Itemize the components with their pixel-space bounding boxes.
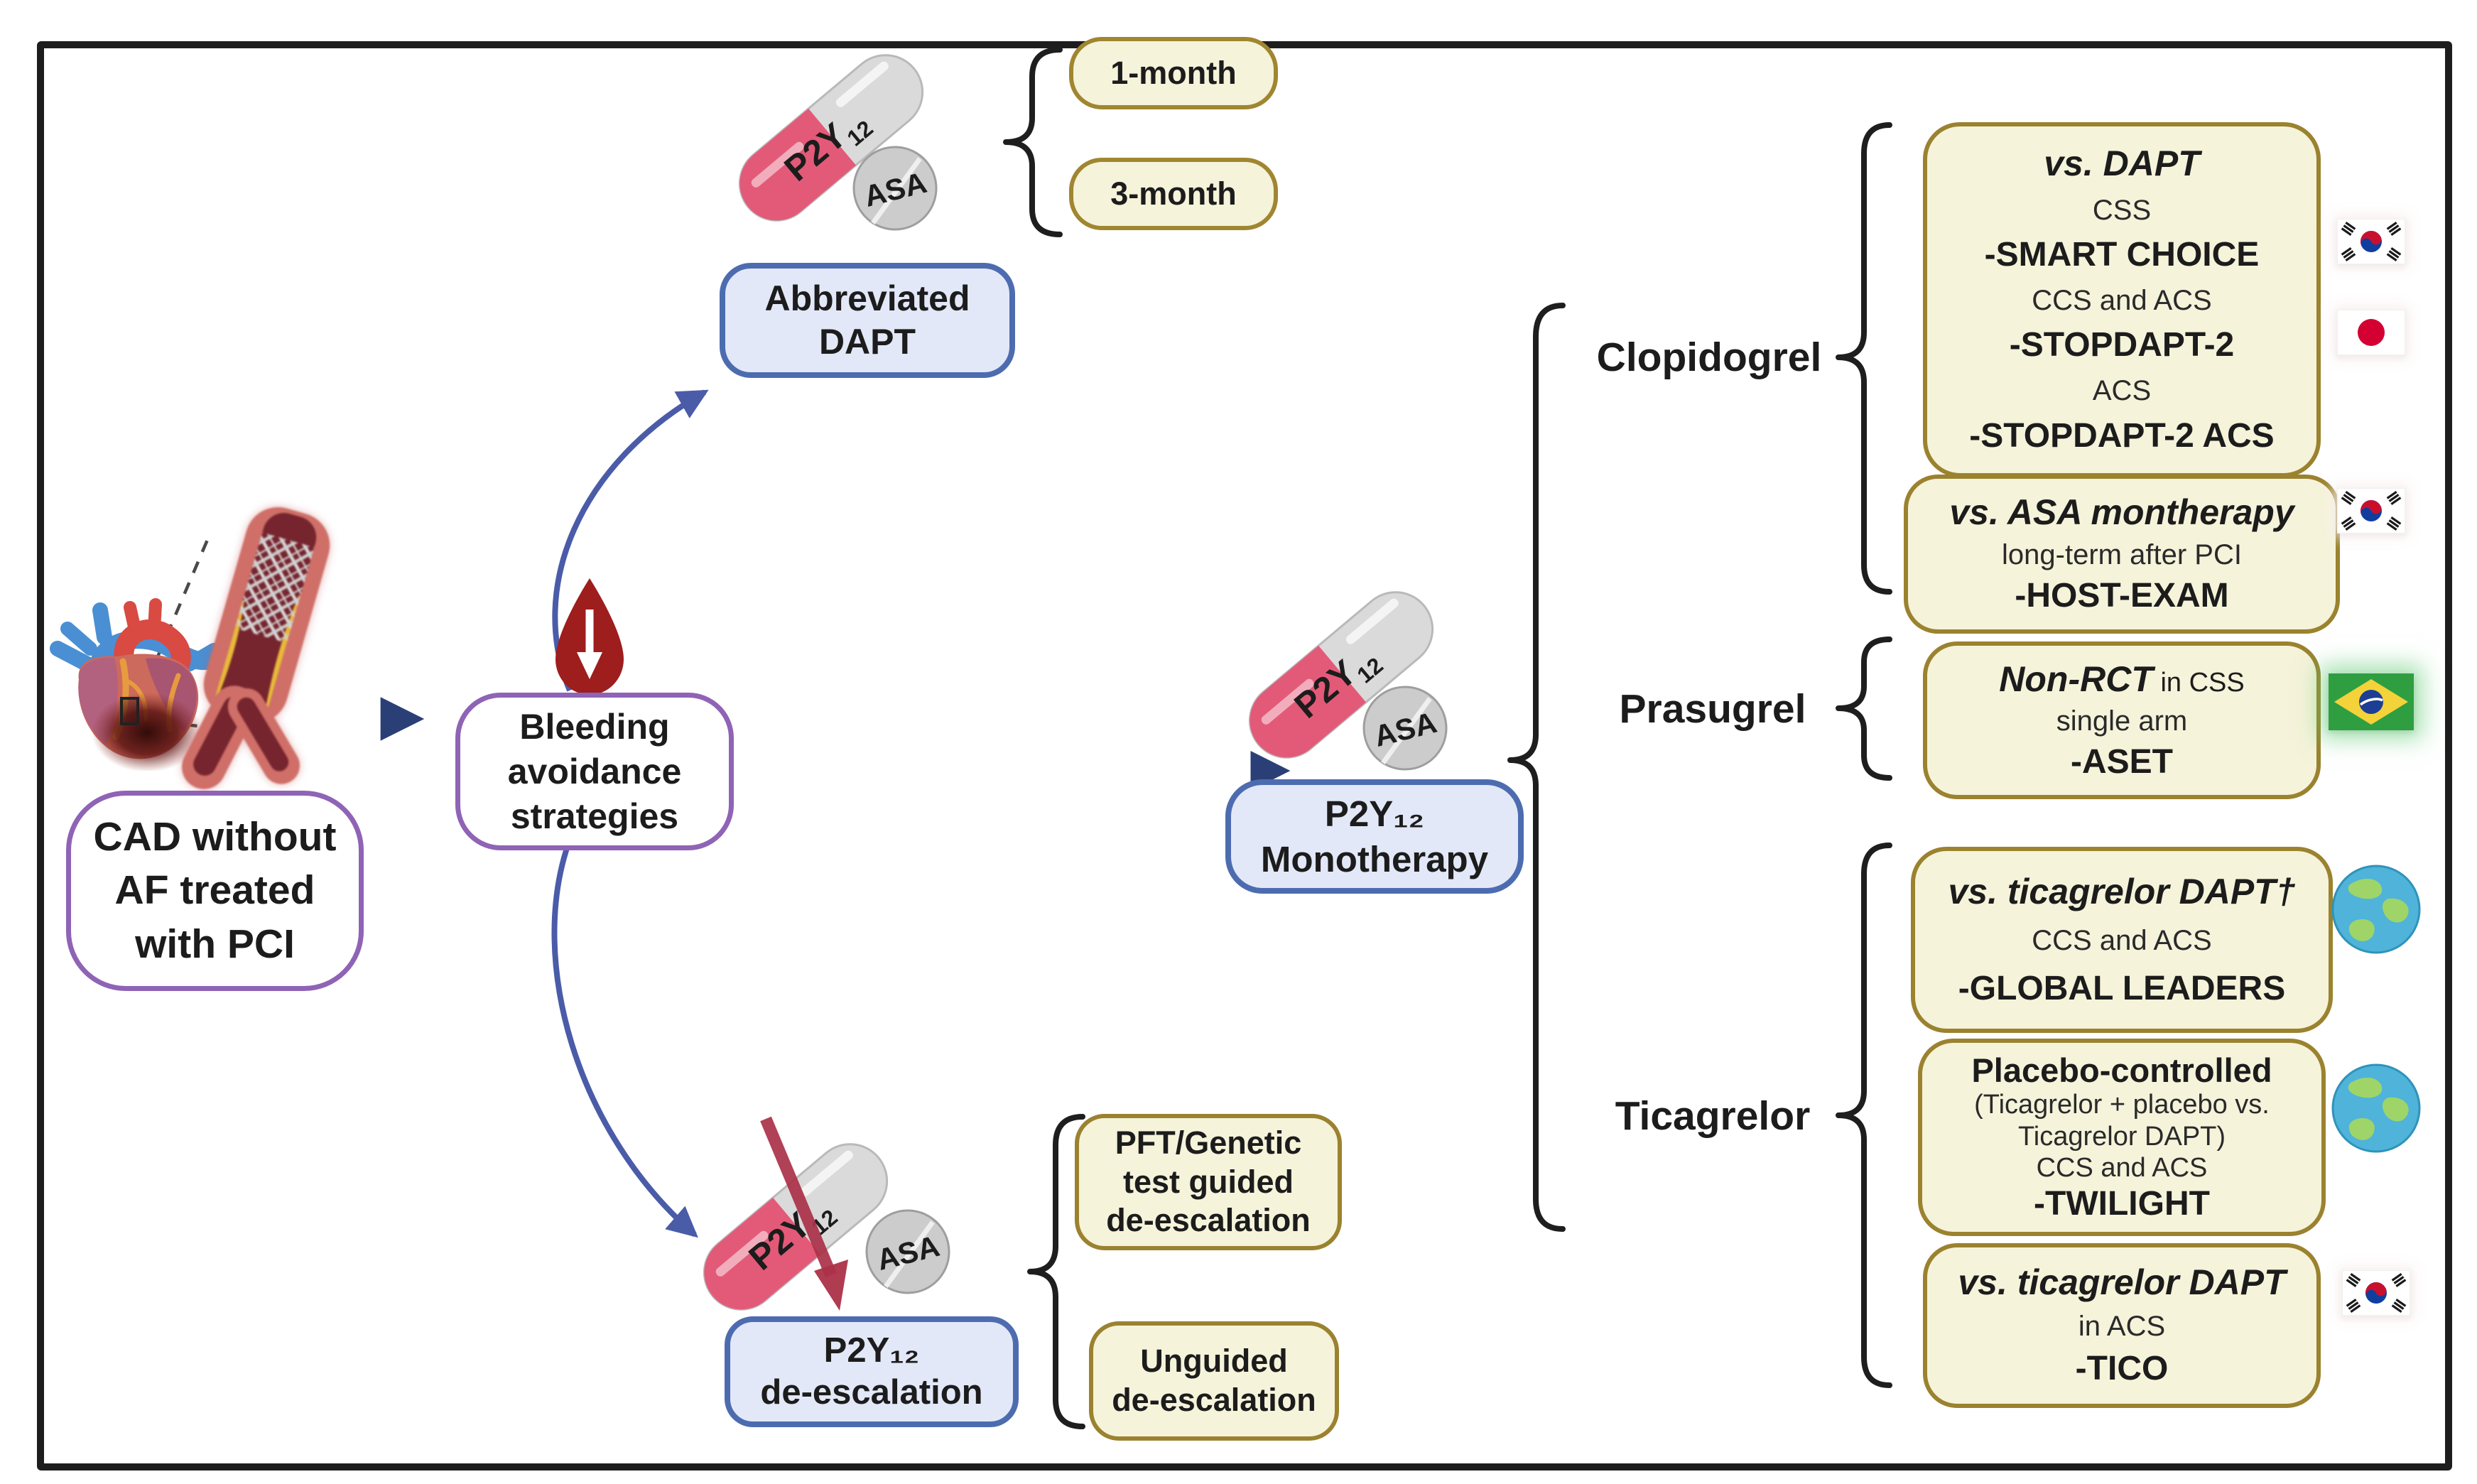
trial-box-vs-asa: vs. ASA montherapy long-term after PCI -… — [1904, 475, 2340, 634]
trial-setting: CCS and ACS — [2032, 285, 2212, 317]
trial-box-title: vs. ticagrelor DAPT† — [1948, 871, 2296, 911]
trial-name: -STOPDAPT-2 ACS — [1969, 416, 2275, 455]
south-korea-flag-icon — [2337, 488, 2405, 534]
abbreviated-dapt-box: Abbreviated DAPT — [720, 263, 1015, 378]
trial-setting: ACS — [2092, 375, 2152, 407]
asa-tablet-icon: ASA — [852, 146, 938, 231]
arrow-to-deescalation — [551, 843, 698, 1238]
trial-box-vs-ticagrelor-dapt: vs. ticagrelor DAPT† CCS and ACS -GLOBAL… — [1911, 847, 2333, 1033]
trial-name: -HOST-EXAM — [2015, 577, 2229, 615]
trial-box-vs-ticagrelor-acs: vs. ticagrelor DAPT in ACS -TICO — [1923, 1243, 2321, 1408]
globe-icon — [2331, 1063, 2421, 1153]
globe-icon — [2331, 865, 2421, 954]
infarct-shading — [92, 693, 202, 771]
japan-flag-icon — [2337, 310, 2405, 355]
trial-setting: Ticagrelor DAPT) — [2017, 1121, 2226, 1152]
one-month-badge: 1-month — [1069, 37, 1278, 109]
braces — [1003, 47, 1892, 1429]
trial-setting: long-term after PCI — [2002, 539, 2242, 571]
clopidogrel-label: Clopidogrel — [1596, 335, 1822, 380]
trial-box-title: Non-RCT in CSS — [1999, 659, 2245, 699]
stent-mesh — [234, 532, 315, 644]
trial-box-placebo-controlled: Placebo-controlled (Ticagrelor + placebo… — [1918, 1039, 2326, 1236]
aorta — [114, 598, 191, 673]
brace-deescalation — [1027, 1114, 1085, 1429]
deescalation-red-arrow-icon — [760, 1116, 848, 1311]
trial-setting: single arm — [2056, 705, 2188, 737]
trial-box-non-rct: Non-RCT in CSS single arm -ASET — [1923, 641, 2321, 799]
unguided-box: Unguided de-escalation — [1089, 1321, 1339, 1441]
three-month-badge: 3-month — [1069, 158, 1278, 230]
brace-clopidogrel — [1836, 122, 1892, 595]
trial-name: -TWILIGHT — [2034, 1184, 2210, 1223]
trial-name: -GLOBAL LEADERS — [1958, 969, 2286, 1007]
blood-drop-icon — [555, 578, 624, 695]
trial-box-vs-dapt: vs. DAPT CSS -SMART CHOICE CCS and ACS -… — [1923, 122, 2321, 477]
asa-tablet-icon: ASA — [865, 1209, 950, 1294]
trial-box-title: vs. DAPT — [2044, 143, 2200, 184]
south-korea-flag-icon — [2342, 1270, 2410, 1316]
brace-ticagrelor — [1836, 843, 1892, 1388]
brace-durations — [1003, 47, 1063, 237]
heart-icon — [50, 598, 221, 771]
p2y12-monotherapy-box: P2Y₁₂ Monotherapy — [1225, 779, 1524, 894]
brace-prasugrel — [1836, 637, 1892, 781]
p2y12-capsule-icon: P2Y12 — [738, 54, 924, 222]
cad-population-box: CAD without AF treated with PCI — [66, 791, 364, 991]
trial-box-title: vs. ticagrelor DAPT — [1958, 1262, 2286, 1303]
trial-setting: CCS and ACS — [2032, 925, 2212, 957]
trial-name: -SMART CHOICE — [1984, 235, 2260, 273]
brace-monotherapy-drugs — [1507, 303, 1566, 1232]
asa-tablet-icon: ASA — [1362, 686, 1448, 771]
stented-artery-icon — [182, 507, 330, 789]
prasugrel-label: Prasugrel — [1619, 686, 1806, 732]
trial-name: -TICO — [2075, 1350, 2169, 1388]
trial-setting: (Ticagrelor + placebo vs. — [1974, 1090, 2270, 1120]
trial-name: -ASET — [2071, 742, 2173, 781]
p2y12-capsule-icon: P2Y12 — [1248, 591, 1434, 759]
pft-guided-box: PFT/Genetic test guided de-escalation — [1075, 1114, 1342, 1250]
trial-setting: CCS and ACS — [2036, 1153, 2208, 1184]
magnified-region-box — [120, 697, 139, 725]
trial-box-title: vs. ASA montherapy — [1949, 492, 2294, 533]
brazil-flag-icon — [2329, 673, 2414, 730]
trial-setting: in ACS — [2078, 1311, 2166, 1343]
trial-setting: CSS — [2092, 194, 2152, 226]
south-korea-flag-icon — [2337, 219, 2405, 264]
trial-name: -STOPDAPT-2 — [2009, 326, 2235, 364]
ticagrelor-label: Ticagrelor — [1615, 1093, 1811, 1139]
p2y12-deescalation-box: P2Y₁₂ de-escalation — [725, 1316, 1019, 1427]
bleeding-strategies-box: Bleeding avoidance strategies — [455, 693, 734, 850]
trial-box-title: Placebo-controlled — [1971, 1051, 2272, 1089]
